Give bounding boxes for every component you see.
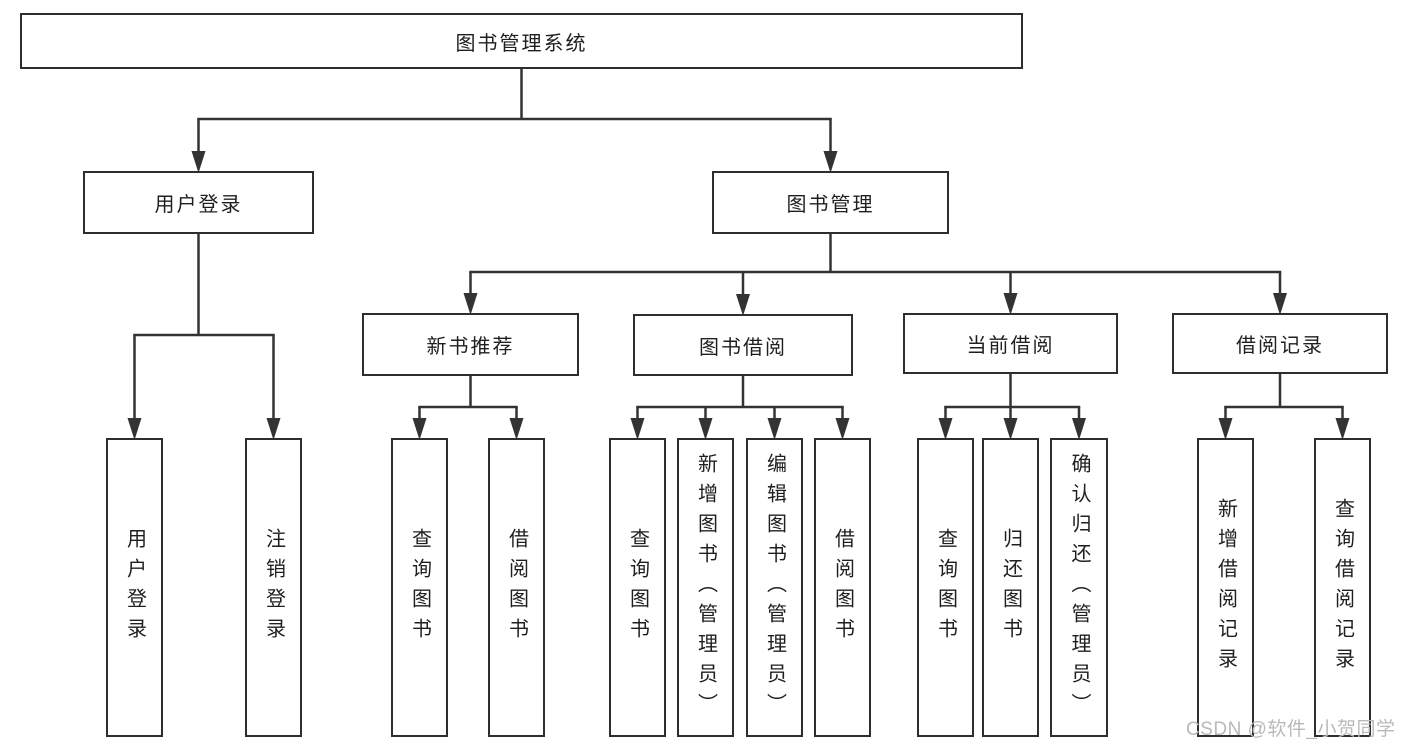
- node-label: 确认归还（管理员）: [1068, 452, 1090, 723]
- node-c-query: 查询图书: [917, 438, 974, 737]
- node-b-add: 新增图书（管理员）: [677, 438, 734, 737]
- node-label: 用户登录: [154, 194, 243, 216]
- node-label: 借阅图书: [505, 527, 528, 648]
- node-label: 图书管理: [786, 194, 875, 216]
- node-r-query: 查询借阅记录: [1314, 438, 1371, 737]
- node-label: 借阅图书: [831, 527, 854, 648]
- node-label: 新增借阅记录: [1214, 497, 1237, 678]
- node-label: 新增图书（管理员）: [694, 452, 717, 723]
- node-label: 注销登录: [262, 527, 285, 648]
- node-borrow: 图书借阅: [633, 314, 853, 376]
- node-new-book: 新书推荐: [362, 313, 579, 376]
- node-r-add: 新增借阅记录: [1197, 438, 1254, 737]
- node-c-confirm: 确认归还（管理员）: [1050, 438, 1108, 737]
- node-c-return: 归还图书: [982, 438, 1039, 737]
- node-label: 图书借阅: [699, 336, 787, 359]
- node-current: 当前借阅: [903, 313, 1118, 374]
- node-label: 图书管理系统: [455, 32, 588, 55]
- node-logout: 注销登录: [245, 438, 302, 737]
- node-record: 借阅记录: [1172, 313, 1388, 374]
- node-label: 查询图书: [626, 527, 649, 648]
- node-label: 借阅记录: [1236, 335, 1324, 357]
- node-nb-query: 查询图书: [391, 438, 448, 737]
- node-b-query: 查询图书: [609, 438, 666, 737]
- node-label: 当前借阅: [966, 335, 1055, 357]
- node-label: 用户登录: [123, 527, 146, 648]
- node-label: 查询图书: [934, 527, 957, 648]
- node-label: 查询图书: [408, 527, 431, 648]
- node-b-edit: 编辑图书（管理员）: [746, 438, 803, 737]
- node-label: 归还图书: [999, 527, 1022, 648]
- watermark-text: CSDN @软件_小贺同学: [1186, 719, 1396, 740]
- node-nb-borrow: 借阅图书: [488, 438, 545, 737]
- node-label: 编辑图书（管理员）: [763, 452, 786, 723]
- node-book-mgmt: 图书管理: [712, 171, 949, 234]
- node-b-borrow: 借阅图书: [814, 438, 871, 737]
- node-login: 用户登录: [106, 438, 163, 737]
- node-root: 图书管理系统: [20, 13, 1023, 69]
- node-user-login: 用户登录: [83, 171, 314, 234]
- node-label: 查询借阅记录: [1331, 497, 1354, 678]
- node-label: 新书推荐: [426, 336, 515, 358]
